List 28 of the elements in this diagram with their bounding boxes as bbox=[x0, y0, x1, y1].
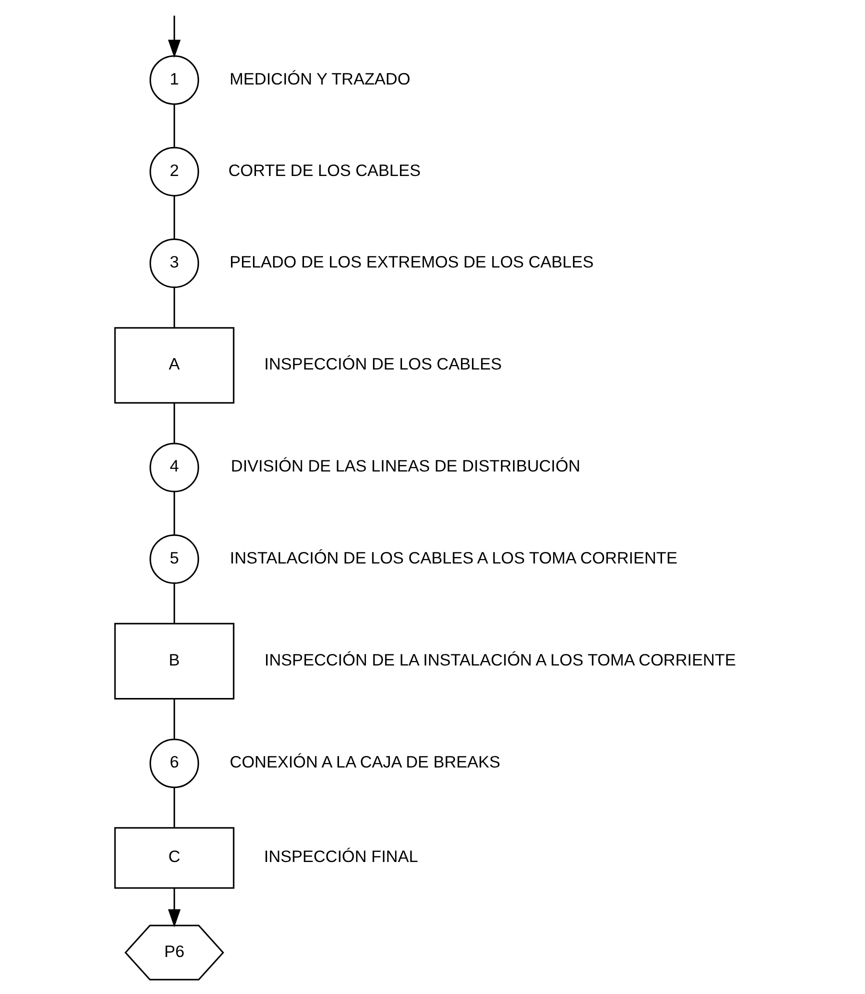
node-label: INSPECCIÓN FINAL bbox=[264, 848, 418, 866]
node-circle: 1 bbox=[149, 55, 199, 105]
node-label: MEDICIÓN Y TRAZADO bbox=[229, 70, 410, 88]
node-label: PELADO DE LOS EXTREMOS DE LOS CABLES bbox=[229, 253, 594, 272]
connector bbox=[173, 492, 175, 535]
node-circle: 5 bbox=[149, 534, 199, 584]
connector bbox=[173, 699, 175, 739]
node-circle: 6 bbox=[149, 738, 199, 788]
node-box: A bbox=[114, 327, 234, 404]
node-label: INSTALACIÓN DE LOS CABLES A LOS TOMA CORRIENTE bbox=[229, 549, 677, 568]
connector bbox=[173, 788, 175, 828]
arrow bbox=[168, 888, 180, 928]
node-circle: 2 bbox=[149, 146, 199, 196]
node-label: INSPECCIÓN DE LOS CABLES bbox=[264, 356, 502, 374]
node-label: INSPECCIÓN DE LA INSTALACIÓN A LOS TOMA CORRIENTE bbox=[264, 651, 736, 670]
node-label: DIVISIÓN DE LAS LINEAS DE DISTRIBUCIÓN bbox=[230, 458, 580, 476]
connector bbox=[173, 584, 175, 624]
node-box: B bbox=[114, 622, 234, 700]
node-label: CONEXIÓN A LA CAJA DE BREAKS bbox=[229, 754, 500, 772]
node-label: CORTE DE LOS CABLES bbox=[228, 162, 420, 180]
node-box: C bbox=[114, 827, 234, 889]
node-circle: 4 bbox=[149, 442, 199, 492]
connector bbox=[173, 288, 175, 328]
connector bbox=[173, 104, 175, 148]
connector bbox=[173, 403, 175, 443]
node-circle: 3 bbox=[149, 238, 199, 288]
arrow bbox=[168, 16, 180, 58]
connector bbox=[173, 196, 175, 239]
